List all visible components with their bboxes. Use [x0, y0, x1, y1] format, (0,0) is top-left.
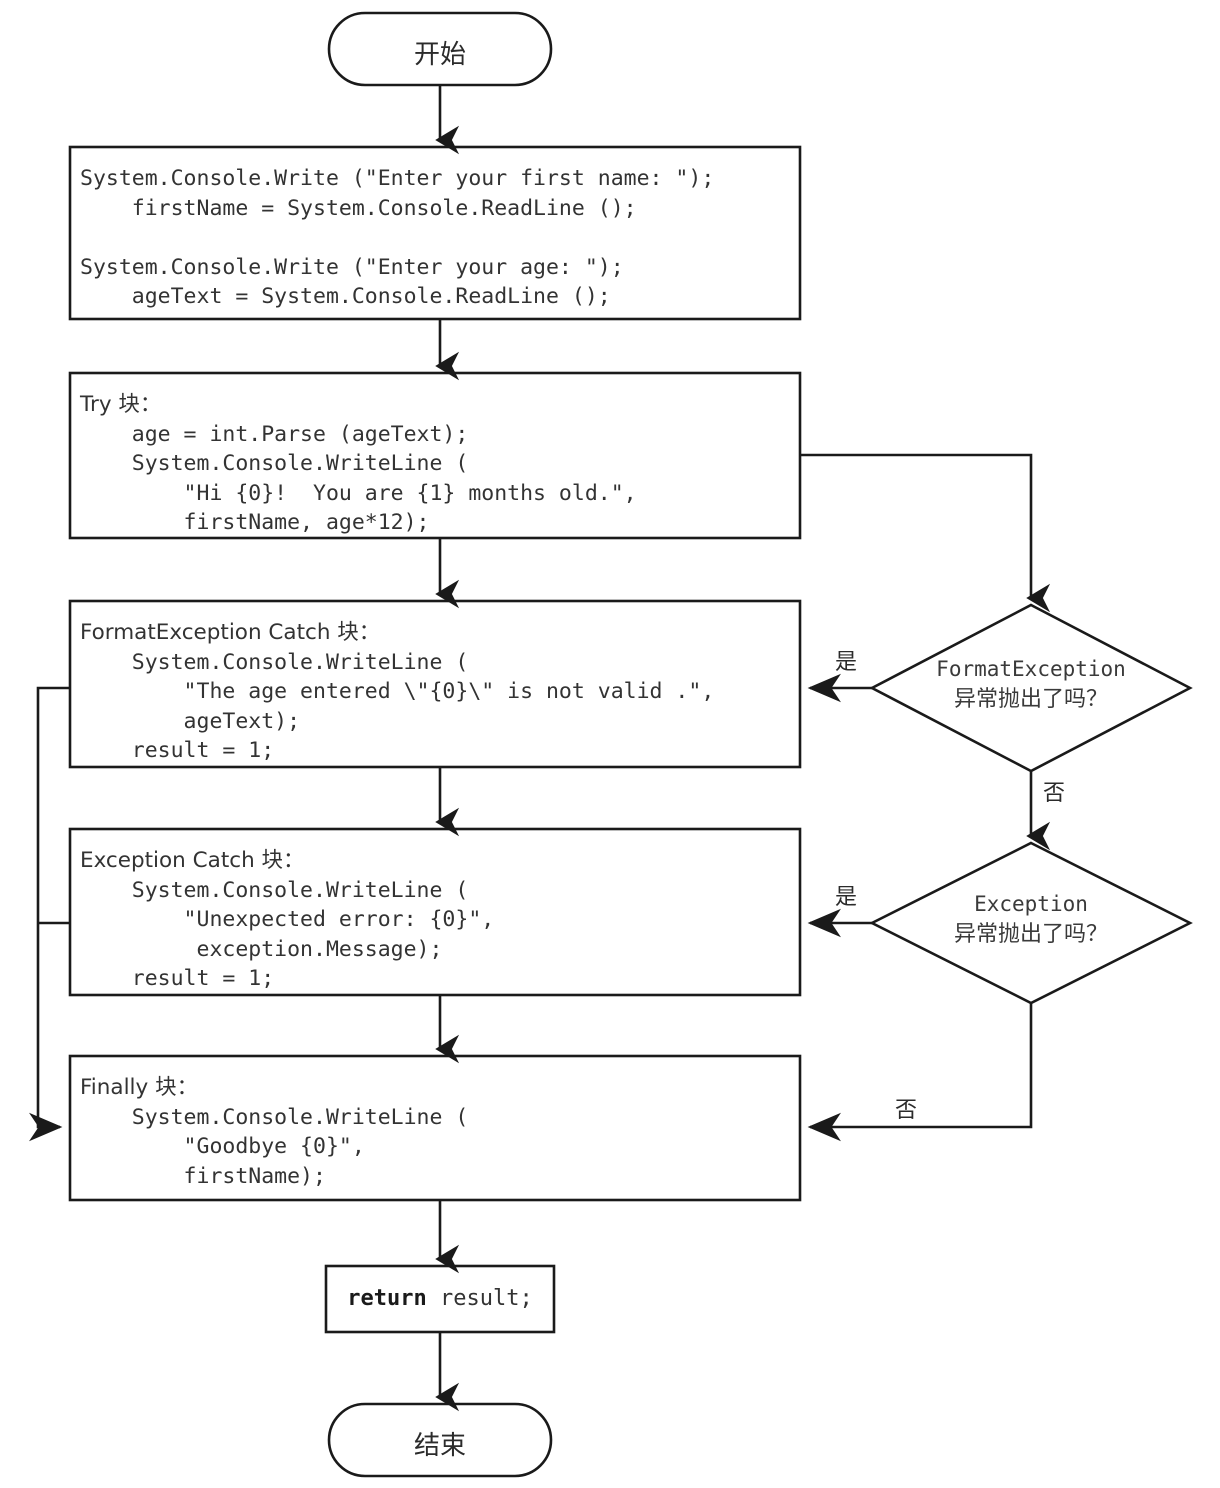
try-block-shape: [68, 371, 802, 540]
edge-format-catch-to-finally: [29, 686, 70, 1142]
return-block-text: return result;: [326, 1286, 554, 1311]
decision-exception-line1: Exception: [974, 892, 1088, 916]
decision-format-label: FormatException 异常抛出了吗？: [881, 654, 1181, 715]
decision-format-line1: FormatException: [936, 657, 1126, 681]
end-terminator-label: 结束: [413, 1431, 466, 1461]
exception-catch-shape: [68, 827, 802, 997]
decision-exception-line2: 异常抛出了吗？: [953, 922, 1108, 947]
finally-block-text: Finally 块： System.Console.WriteLine ( "G…: [80, 1075, 469, 1189]
return-keyword: return: [347, 1286, 427, 1311]
edge-try-to-decision-format: [800, 453, 1051, 613]
input-block-shape: [68, 145, 802, 321]
exception-catch-block-text: Exception Catch 块： System.Console.WriteL…: [80, 848, 495, 991]
edge-label-exception-no: 否: [895, 1098, 918, 1123]
decision-format-line2: 异常抛出了吗？: [953, 687, 1108, 712]
start-terminator-label: 开始: [413, 40, 466, 70]
edge-label-exception-yes: 是: [835, 885, 858, 910]
finally-block-shape: [68, 1054, 802, 1202]
return-expression: result;: [426, 1286, 533, 1311]
format-catch-block-text: FormatException Catch 块： System.Console.…: [80, 620, 715, 763]
edge-label-format-yes: 是: [835, 650, 858, 675]
edge-label-format-no: 否: [1043, 781, 1066, 806]
edge-exception-no: [807, 1003, 1033, 1142]
decision-exception-label: Exception 异常抛出了吗？: [881, 889, 1181, 950]
format-catch-shape: [68, 599, 802, 769]
input-block-text: System.Console.Write ("Enter your first …: [80, 166, 715, 309]
try-block-text: Try 块： age = int.Parse (ageText); System…: [80, 392, 637, 535]
